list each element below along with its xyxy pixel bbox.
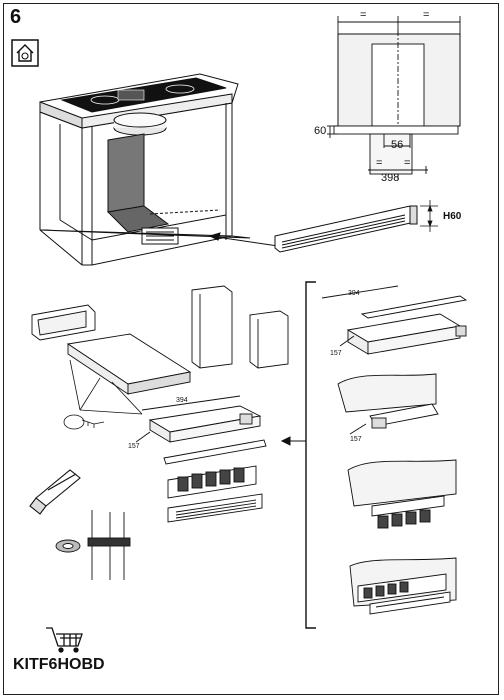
dim-157-a: 157 <box>128 443 140 450</box>
arrow-left-icon <box>280 436 306 446</box>
dim-equal-bottom-left: = <box>376 157 383 169</box>
dim-equal-right: = <box>423 9 430 21</box>
dim-56: 56 <box>391 139 404 151</box>
page-number: 6 <box>10 6 22 28</box>
dim-398: 398 <box>381 172 400 184</box>
dim-394-b: 394 <box>348 290 360 297</box>
page-frame <box>3 3 499 695</box>
product-code: KITF6HOBD <box>13 656 105 673</box>
dim-60: 60 <box>314 125 327 137</box>
adhesive-tape-icon <box>55 539 81 553</box>
dim-157-c: 157 <box>350 436 362 443</box>
dim-equal-bottom-right: = <box>404 157 411 169</box>
dim-394-a: 394 <box>176 397 188 404</box>
dim-157-b: 157 <box>330 350 342 357</box>
hacksaw-icon <box>29 469 81 515</box>
height-label: H60 <box>443 211 462 222</box>
measuring-tape-icon <box>63 414 105 430</box>
dim-equal-left: = <box>360 9 367 21</box>
